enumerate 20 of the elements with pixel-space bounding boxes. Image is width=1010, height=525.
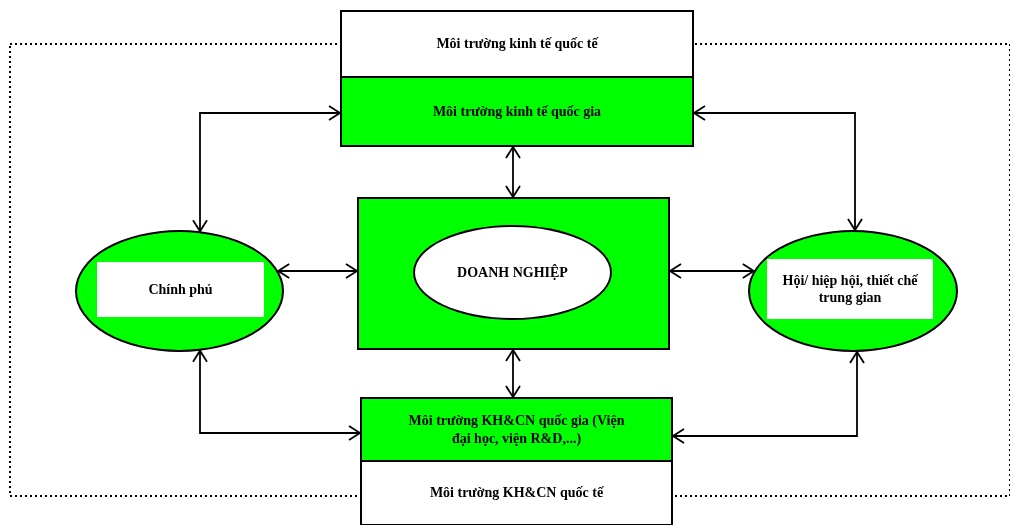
node-label: Môi trường KH&CN quốc gia (Viện đại học, viện R&D,...) (407, 412, 626, 447)
node-label: Hội/ hiệp hội, thiết chế trung gian (782, 271, 918, 307)
double-arrow (693, 105, 863, 231)
double-arrow (672, 351, 865, 444)
node-label: Môi trường KH&CN quốc tế (429, 484, 604, 502)
environment-box (360, 397, 673, 462)
double-arrow (192, 105, 341, 233)
environment-box (340, 10, 694, 78)
double-arrow (192, 349, 361, 441)
double-arrow (669, 263, 755, 279)
node-label: DOANH NGHIỆP (457, 263, 568, 282)
environment-box (340, 76, 694, 147)
environment-box (360, 460, 673, 525)
double-arrow (277, 263, 358, 279)
empty-box (357, 197, 670, 350)
double-arrow (505, 349, 521, 398)
node-label: Chính phủ (148, 280, 213, 299)
node-label: Môi trường kinh tế quốc tế (436, 35, 598, 53)
double-arrow (505, 146, 521, 198)
node-label: Môi trường kinh tế quốc gia (432, 102, 602, 121)
